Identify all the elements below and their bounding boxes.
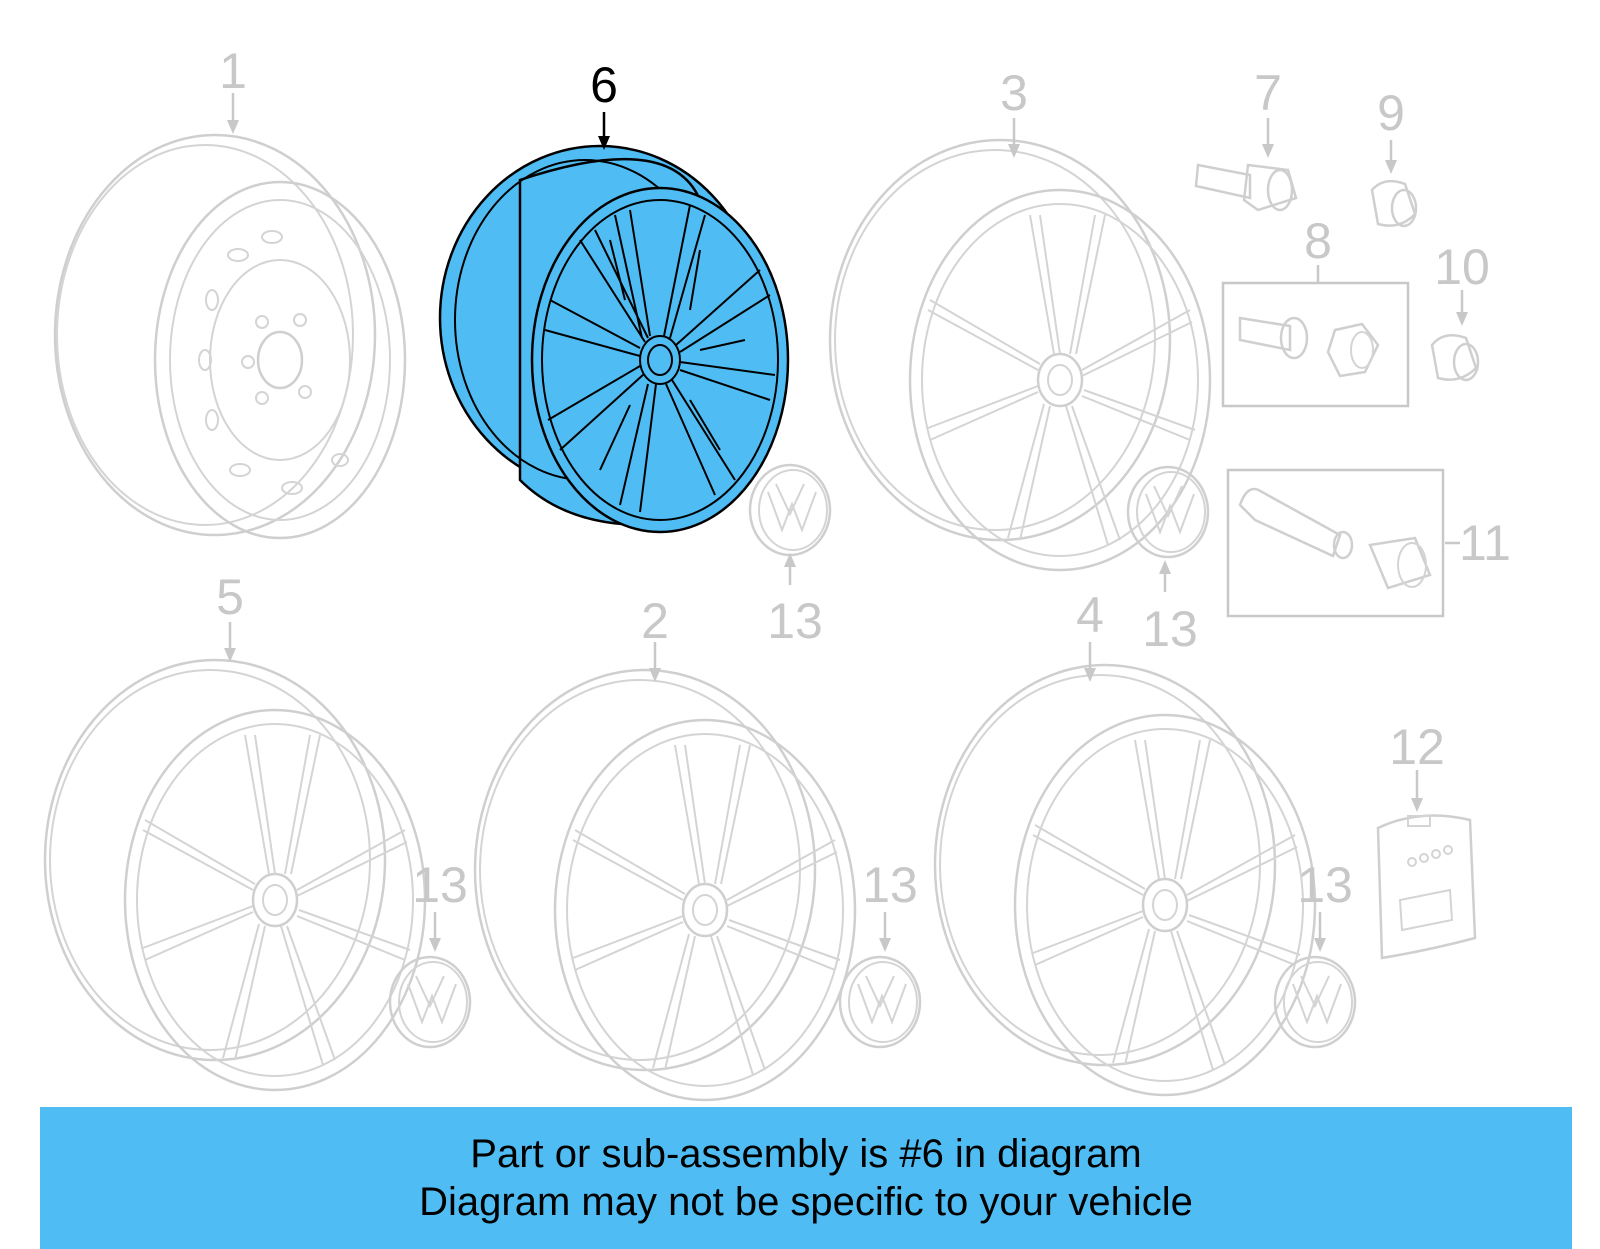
part-12-info-label[interactable]	[1376, 814, 1477, 960]
label-part-2: 2	[641, 593, 669, 649]
part-6-alloy-wheel-highlighted[interactable]	[438, 144, 790, 534]
label-part-3: 3	[1000, 65, 1028, 121]
label-part-13-d: 13	[862, 857, 918, 913]
label-part-11: 11	[1459, 515, 1511, 571]
part-8-lock-bolt-kit[interactable]	[1221, 281, 1410, 408]
part-5-alloy-wheel[interactable]	[43, 658, 427, 1092]
callout-arrow-5	[224, 622, 236, 662]
banner-line-1: Part or sub-assembly is #6 in diagram	[470, 1132, 1142, 1176]
label-part-13-c: 13	[412, 857, 468, 913]
callout-arrow-4	[1084, 642, 1096, 682]
callout-arrow-12	[1411, 770, 1423, 812]
info-banner: Part or sub-assembly is #6 in diagram Di…	[40, 1107, 1572, 1249]
part-1-steel-wheel[interactable]	[53, 133, 407, 540]
label-part-5: 5	[216, 569, 244, 625]
label-part-13-e: 13	[1297, 857, 1353, 913]
part-13-center-cap[interactable]	[1273, 955, 1357, 1049]
label-part-9: 9	[1377, 85, 1405, 141]
callout-arrow-13b	[1159, 560, 1171, 592]
part-4-alloy-wheel[interactable]	[933, 663, 1317, 1097]
label-part-7: 7	[1254, 65, 1282, 121]
label-part-13-b: 13	[1142, 601, 1198, 657]
callout-arrow-10	[1456, 290, 1468, 326]
callout-arrow-2	[649, 642, 661, 682]
label-part-1: 1	[219, 43, 247, 99]
part-10-bolt-cap[interactable]	[1430, 333, 1480, 382]
callout-arrow-13c	[429, 912, 441, 952]
banner-line-2: Diagram may not be specific to your vehi…	[419, 1180, 1193, 1224]
callout-arrow-9	[1385, 140, 1397, 174]
callout-arrow-7	[1262, 118, 1274, 158]
label-part-13-a: 13	[767, 593, 823, 649]
part-2-alloy-wheel[interactable]	[473, 668, 857, 1102]
part-9-bolt-cap[interactable]	[1370, 179, 1418, 228]
part-11-valve-stem-kit[interactable]	[1226, 468, 1460, 618]
label-part-12: 12	[1389, 719, 1445, 775]
label-part-8: 8	[1304, 213, 1332, 269]
callout-arrow-13a	[784, 553, 796, 585]
callout-arrow-13d	[879, 912, 891, 952]
part-13-center-cap[interactable]	[748, 463, 832, 557]
part-13-center-cap[interactable]	[1126, 465, 1210, 559]
callout-arrow-6	[598, 112, 610, 150]
label-part-4: 4	[1076, 587, 1104, 643]
callout-arrow-13e	[1314, 912, 1326, 952]
part-3-alloy-wheel[interactable]	[828, 138, 1212, 572]
label-part-10: 10	[1434, 239, 1490, 295]
callout-arrow-3	[1008, 118, 1020, 158]
part-13-center-cap[interactable]	[838, 955, 922, 1049]
callout-arrow-1	[227, 93, 239, 134]
label-part-6: 6	[590, 57, 618, 113]
part-7-wheel-bolt[interactable]	[1194, 163, 1298, 212]
